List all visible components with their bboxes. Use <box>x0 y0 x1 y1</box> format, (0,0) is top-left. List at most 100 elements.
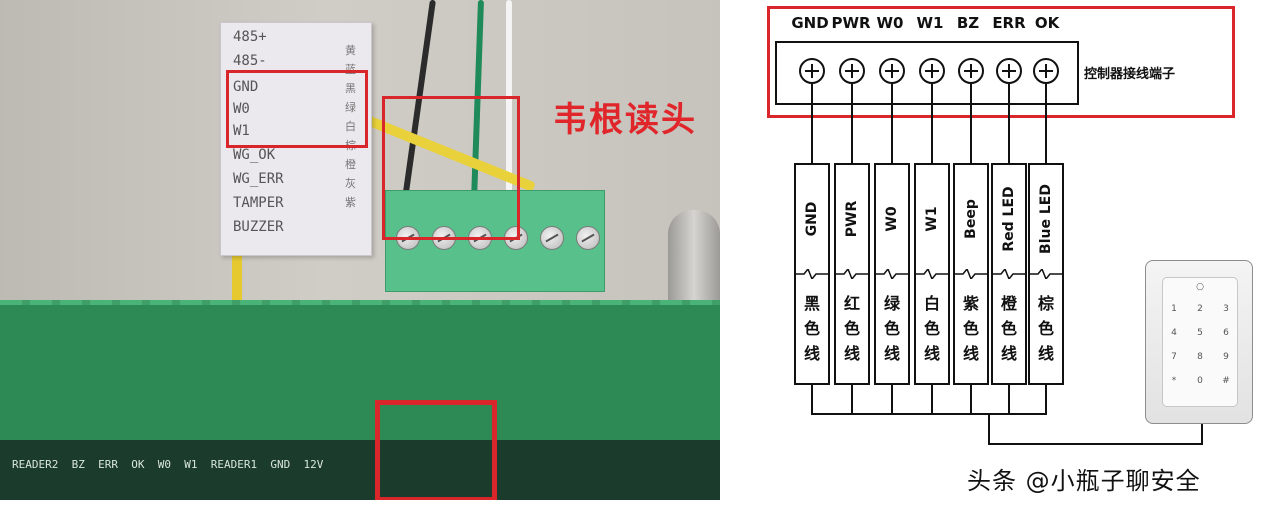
screw-icon <box>540 226 564 250</box>
connector-beep: Beep 紫色线 <box>953 163 989 385</box>
keypad-key: 0 <box>1197 376 1203 386</box>
color-char: 色 <box>883 319 900 338</box>
keypad-key: 9 <box>1223 352 1229 362</box>
wire-yellow-left <box>232 230 242 310</box>
connector-name: GND <box>804 201 820 237</box>
label-line: TAMPER <box>233 195 284 211</box>
terminal-screw-icon <box>919 58 945 84</box>
color-char: 线 <box>803 344 820 363</box>
label-color: 黑 <box>345 82 356 95</box>
lead-line <box>931 82 933 164</box>
bundle-line <box>851 385 853 415</box>
label-color: 灰 <box>345 177 356 190</box>
lead-line <box>851 82 853 164</box>
bundle-line <box>811 385 813 415</box>
terminal-labels: GND PWR W0 W1 BZ ERR OK <box>775 14 1075 34</box>
color-char: 色 <box>1037 319 1054 338</box>
keypad-key: 8 <box>1197 352 1203 362</box>
break-mark-icon <box>953 269 989 279</box>
label-color: 绿 <box>345 101 356 114</box>
connector-name: W0 <box>884 206 900 232</box>
terminal-label-ok: OK <box>1034 14 1060 32</box>
connector-red-led: Red LED 橙色线 <box>991 163 1027 385</box>
connector-w0: W0 绿色线 <box>874 163 910 385</box>
label-color: 紫 <box>345 196 356 209</box>
label-line: WG_OK <box>233 147 276 163</box>
break-mark-icon <box>1028 269 1064 279</box>
silk-text: READER2 <box>12 458 59 471</box>
connector-color-label: 橙色线 <box>993 291 1025 366</box>
label-line: W1 <box>233 123 250 139</box>
terminal-screw-icon <box>879 58 905 84</box>
break-mark-icon <box>794 269 830 279</box>
keypad-key: 6 <box>1223 328 1229 338</box>
silk-text: W1 <box>184 458 198 471</box>
lead-line <box>1008 82 1010 164</box>
terminal-screw-icon <box>839 58 865 84</box>
label-line: WG_ERR <box>233 171 284 187</box>
connector-color-label: 绿色线 <box>876 291 908 366</box>
color-char: 黑 <box>803 294 820 313</box>
label-highlight-box <box>226 70 368 148</box>
controller-highlight-frame <box>767 6 1235 118</box>
keypad-face: ○ 1 2 3 4 5 6 7 8 9 * 0 # <box>1162 277 1238 407</box>
cable-to-reader <box>988 443 1203 445</box>
keypad-key: 1 <box>1171 304 1177 314</box>
color-char: 线 <box>962 344 979 363</box>
connector-color-label: 黑色线 <box>796 291 828 366</box>
color-char: 色 <box>843 319 860 338</box>
keypad-key: 5 <box>1197 328 1203 338</box>
lead-line <box>891 82 893 164</box>
connector-color-label: 棕色线 <box>1030 291 1062 366</box>
terminal-label-gnd: GND <box>791 14 829 32</box>
wiegand-reader-keypad: ○ 1 2 3 4 5 6 7 8 9 * 0 # <box>1145 260 1253 424</box>
screw-icon <box>576 226 600 250</box>
label-color: 橙 <box>345 158 356 171</box>
keypad-key: 3 <box>1223 304 1229 314</box>
connector-blue-led: Blue LED 棕色线 <box>1028 163 1064 385</box>
connector-pwr: PWR 红色线 <box>834 163 870 385</box>
bundle-bus <box>811 413 1047 415</box>
label-color: 蓝 <box>345 63 356 76</box>
color-char: 色 <box>923 319 940 338</box>
connector-color-label: 红色线 <box>836 291 868 366</box>
label-line: 485- <box>233 53 267 69</box>
color-char: 棕 <box>1037 294 1054 313</box>
break-mark-icon <box>874 269 910 279</box>
silk-text: 12V <box>303 458 324 471</box>
label-line: W0 <box>233 101 250 117</box>
label-line: GND <box>233 79 259 95</box>
terminal-screw-icon <box>799 58 825 84</box>
color-char: 紫 <box>962 294 979 313</box>
silk-text: GND <box>270 458 291 471</box>
connector-name: W1 <box>924 206 940 232</box>
label-color: 白 <box>345 120 356 133</box>
silk-text: W0 <box>157 458 171 471</box>
connector-name: Beep <box>963 199 979 239</box>
bundle-line <box>970 385 972 415</box>
terminal-label-err: ERR <box>992 14 1026 32</box>
terminal-caption: 控制器接线端子 <box>1084 67 1176 82</box>
connector-color-label: 紫色线 <box>955 291 987 366</box>
terminal-label-w1: W1 <box>916 14 944 32</box>
terminal-label-pwr: PWR <box>831 14 871 32</box>
pcb-silkscreen: READER2 BZ ERR OK W0 W1 READER1 GND 12V <box>12 458 323 471</box>
terminal-screw-icon <box>1033 58 1059 84</box>
color-char: 线 <box>843 344 860 363</box>
color-char: 线 <box>923 344 940 363</box>
break-mark-icon <box>991 269 1027 279</box>
pcb-highlight-box <box>375 400 497 500</box>
lead-line <box>970 82 972 164</box>
label-color: 黄 <box>345 44 356 57</box>
color-char: 色 <box>1000 319 1017 338</box>
label-line: BUZZER <box>233 219 284 235</box>
bundle-line <box>931 385 933 415</box>
break-mark-icon <box>834 269 870 279</box>
color-char: 绿 <box>883 294 900 313</box>
color-char: 橙 <box>1000 294 1017 313</box>
connector-w1: W1 白色线 <box>914 163 950 385</box>
keypad-key: * <box>1171 376 1177 386</box>
keypad-key: 4 <box>1171 328 1177 338</box>
wire-label-card: 485+ 485- GND W0 W1 WG_OK WG_ERR TAMPER … <box>220 22 372 256</box>
silk-text: OK <box>131 458 145 471</box>
